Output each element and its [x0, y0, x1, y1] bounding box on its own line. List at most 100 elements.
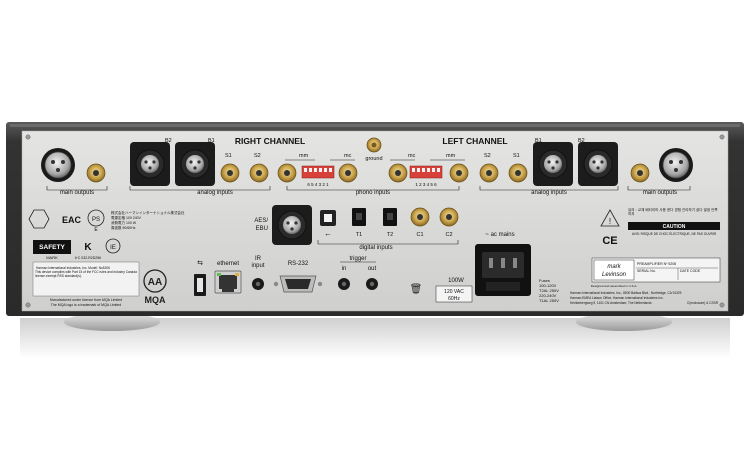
right-s1-label: S1 [225, 153, 232, 159]
left-b1-label: B1 [535, 138, 542, 144]
phono-bracket [286, 186, 460, 191]
class-note: Ⅱ·C 032-R2D256 [75, 256, 101, 260]
ethernet-label: ethernet [217, 261, 239, 267]
right-phono-dip-switch[interactable] [301, 165, 335, 179]
ie-mark-icon [105, 238, 121, 254]
brand-serial-label: mark Levinson PREAMPLIFIER Nº 5206 SERIA… [591, 257, 721, 288]
right-channel-label: RIGHT CHANNEL [235, 136, 305, 146]
right-mc-label: mc [344, 153, 352, 159]
chassis-top-edge [10, 124, 740, 127]
fuse-line-2: T2AL 250V [539, 288, 559, 293]
left-rca-mm[interactable] [449, 163, 469, 183]
safety-mark-sub: MARK [46, 255, 58, 260]
panel-screws [25, 134, 725, 308]
left-analog-bracket [479, 186, 619, 191]
trigger-in-jack[interactable] [338, 278, 350, 290]
ie-mark: IE [110, 245, 116, 251]
left-rca-mc[interactable] [388, 163, 408, 183]
ground-post[interactable] [366, 137, 382, 153]
left-rca-s2[interactable] [479, 163, 499, 183]
ground-label: ground [365, 156, 382, 162]
t1-label: T1 [356, 232, 362, 238]
pse-sub: E [94, 227, 98, 233]
mqa-licence-1: Manufactured under licence from MQA Limi… [50, 298, 122, 302]
fuse-title: Fuses [539, 278, 550, 283]
c1-label: C1 [416, 232, 423, 238]
toslink-t2[interactable] [383, 208, 397, 226]
left-xlr-b1[interactable] [533, 142, 573, 186]
aes-ebu-xlr-input[interactable] [272, 205, 312, 245]
jp-line-2: 消費電力 100 W [111, 220, 137, 225]
toslink-t1[interactable] [352, 208, 366, 226]
korean-warning: 유의 : 교체 배터리의 사용 한다 경험 관리하기 쉽다 발생 안쪽까지 [628, 208, 718, 216]
left-dip-numbers: 1 2 3 4 5 6 [415, 182, 437, 187]
left-b2-label: B2 [578, 138, 585, 144]
phono-inputs-label: phono inputs [356, 190, 390, 196]
caution-bar [628, 222, 720, 230]
right-rca-s2[interactable] [249, 163, 269, 183]
right-rca-s1[interactable] [220, 163, 240, 183]
right-xlr-b2[interactable] [130, 142, 170, 186]
left-s1-label: S1 [513, 153, 520, 159]
right-xlr-b1[interactable] [175, 142, 215, 186]
right-analog-inputs-label: analog inputs [197, 190, 233, 196]
left-main-rca-output[interactable] [630, 163, 650, 183]
mqa-logo-mark: AA [148, 277, 162, 288]
trigger-out-jack[interactable] [366, 278, 378, 290]
regulatory-marks-right: ! CE 유의 : 교체 배터리의 사용 한다 경험 관리하기 쉽다 발생 안쪽… [600, 208, 720, 247]
address-2: Harman EMEA Liaison Office, Harman Inter… [570, 296, 664, 300]
left-s2-label: S2 [484, 153, 491, 159]
fuse-line-4: T1AL 250V [539, 298, 559, 303]
left-main-bracket [627, 186, 691, 191]
digital-bracket [317, 240, 459, 245]
left-main-outputs-label: main outputs [643, 190, 677, 196]
usb-a-port[interactable] [194, 274, 206, 296]
address-3: Herikerbergweg 9, 1101 CN Amsterdam, The… [570, 301, 652, 305]
right-analog-bracket [129, 186, 271, 191]
coax-c1[interactable] [410, 207, 430, 227]
usb-b-port[interactable] [320, 210, 336, 226]
right-mm-label: mm [299, 153, 309, 159]
left-channel-label: LEFT CHANNEL [442, 136, 507, 146]
warning-exclamation-icon: ! [609, 217, 611, 226]
pse-mark-icon [87, 209, 105, 227]
right-s2-label: S2 [254, 153, 261, 159]
mqa-licence-2: The MQA logo is a trademark of MQA Limit… [51, 303, 121, 307]
weee-bin-icon: 🗑 [410, 283, 423, 295]
trigger-in-label: in [342, 266, 347, 272]
trigger-out-label: out [368, 266, 377, 272]
ir-input-jack[interactable] [252, 278, 264, 290]
regulatory-marks-left: EAC PS E 株式会社ハーマンインターナショナル株式会社 電源定格 100 … [28, 209, 185, 307]
ethernet-port[interactable] [214, 270, 242, 294]
iec-power-inlet[interactable] [475, 244, 531, 296]
right-main-bracket [46, 186, 108, 191]
left-xlr-b2[interactable] [578, 142, 618, 186]
left-analog-inputs-label: analog inputs [531, 190, 567, 196]
right-rca-mm[interactable] [277, 163, 297, 183]
korean-warning-frame: 유의 : 교체 배터리의 사용 한다 경험 관리하기 쉽다 발생 안쪽까지 [628, 208, 718, 216]
coax-c2[interactable] [439, 207, 459, 227]
rcm-icon [28, 209, 50, 229]
right-main-rca-output[interactable] [86, 163, 106, 183]
power-watts: 100W [448, 278, 464, 284]
right-rca-mc[interactable] [338, 163, 358, 183]
usb-symbol-icon: ← [324, 229, 332, 238]
right-main-xlr-output[interactable] [41, 148, 75, 182]
jp-line-3: 周波数 50/60Hz [111, 225, 136, 230]
fuse-line-1: 100-120V [539, 283, 557, 288]
warning-fr: AVIS: RISQUE DE CHOC ÉLECTRIQUE, NE PAS … [632, 231, 717, 236]
fcc-body: This device complies with Part 15 of the… [35, 270, 137, 278]
left-phono-dip-switch[interactable] [409, 165, 443, 179]
rs232-port[interactable] [273, 275, 323, 293]
brand-mark: mark [607, 264, 621, 270]
digital-inputs-label: digital inputs [359, 245, 392, 251]
t2-label: T2 [387, 232, 393, 238]
left-rca-s1[interactable] [508, 163, 528, 183]
left-main-xlr-output[interactable] [659, 148, 693, 182]
date-code-label: DATE CODE [680, 269, 701, 273]
left-mc-label: mc [408, 153, 416, 159]
pse-mark: PS [92, 217, 100, 223]
right-foot [576, 313, 672, 331]
left-mm-label: mm [446, 153, 456, 159]
